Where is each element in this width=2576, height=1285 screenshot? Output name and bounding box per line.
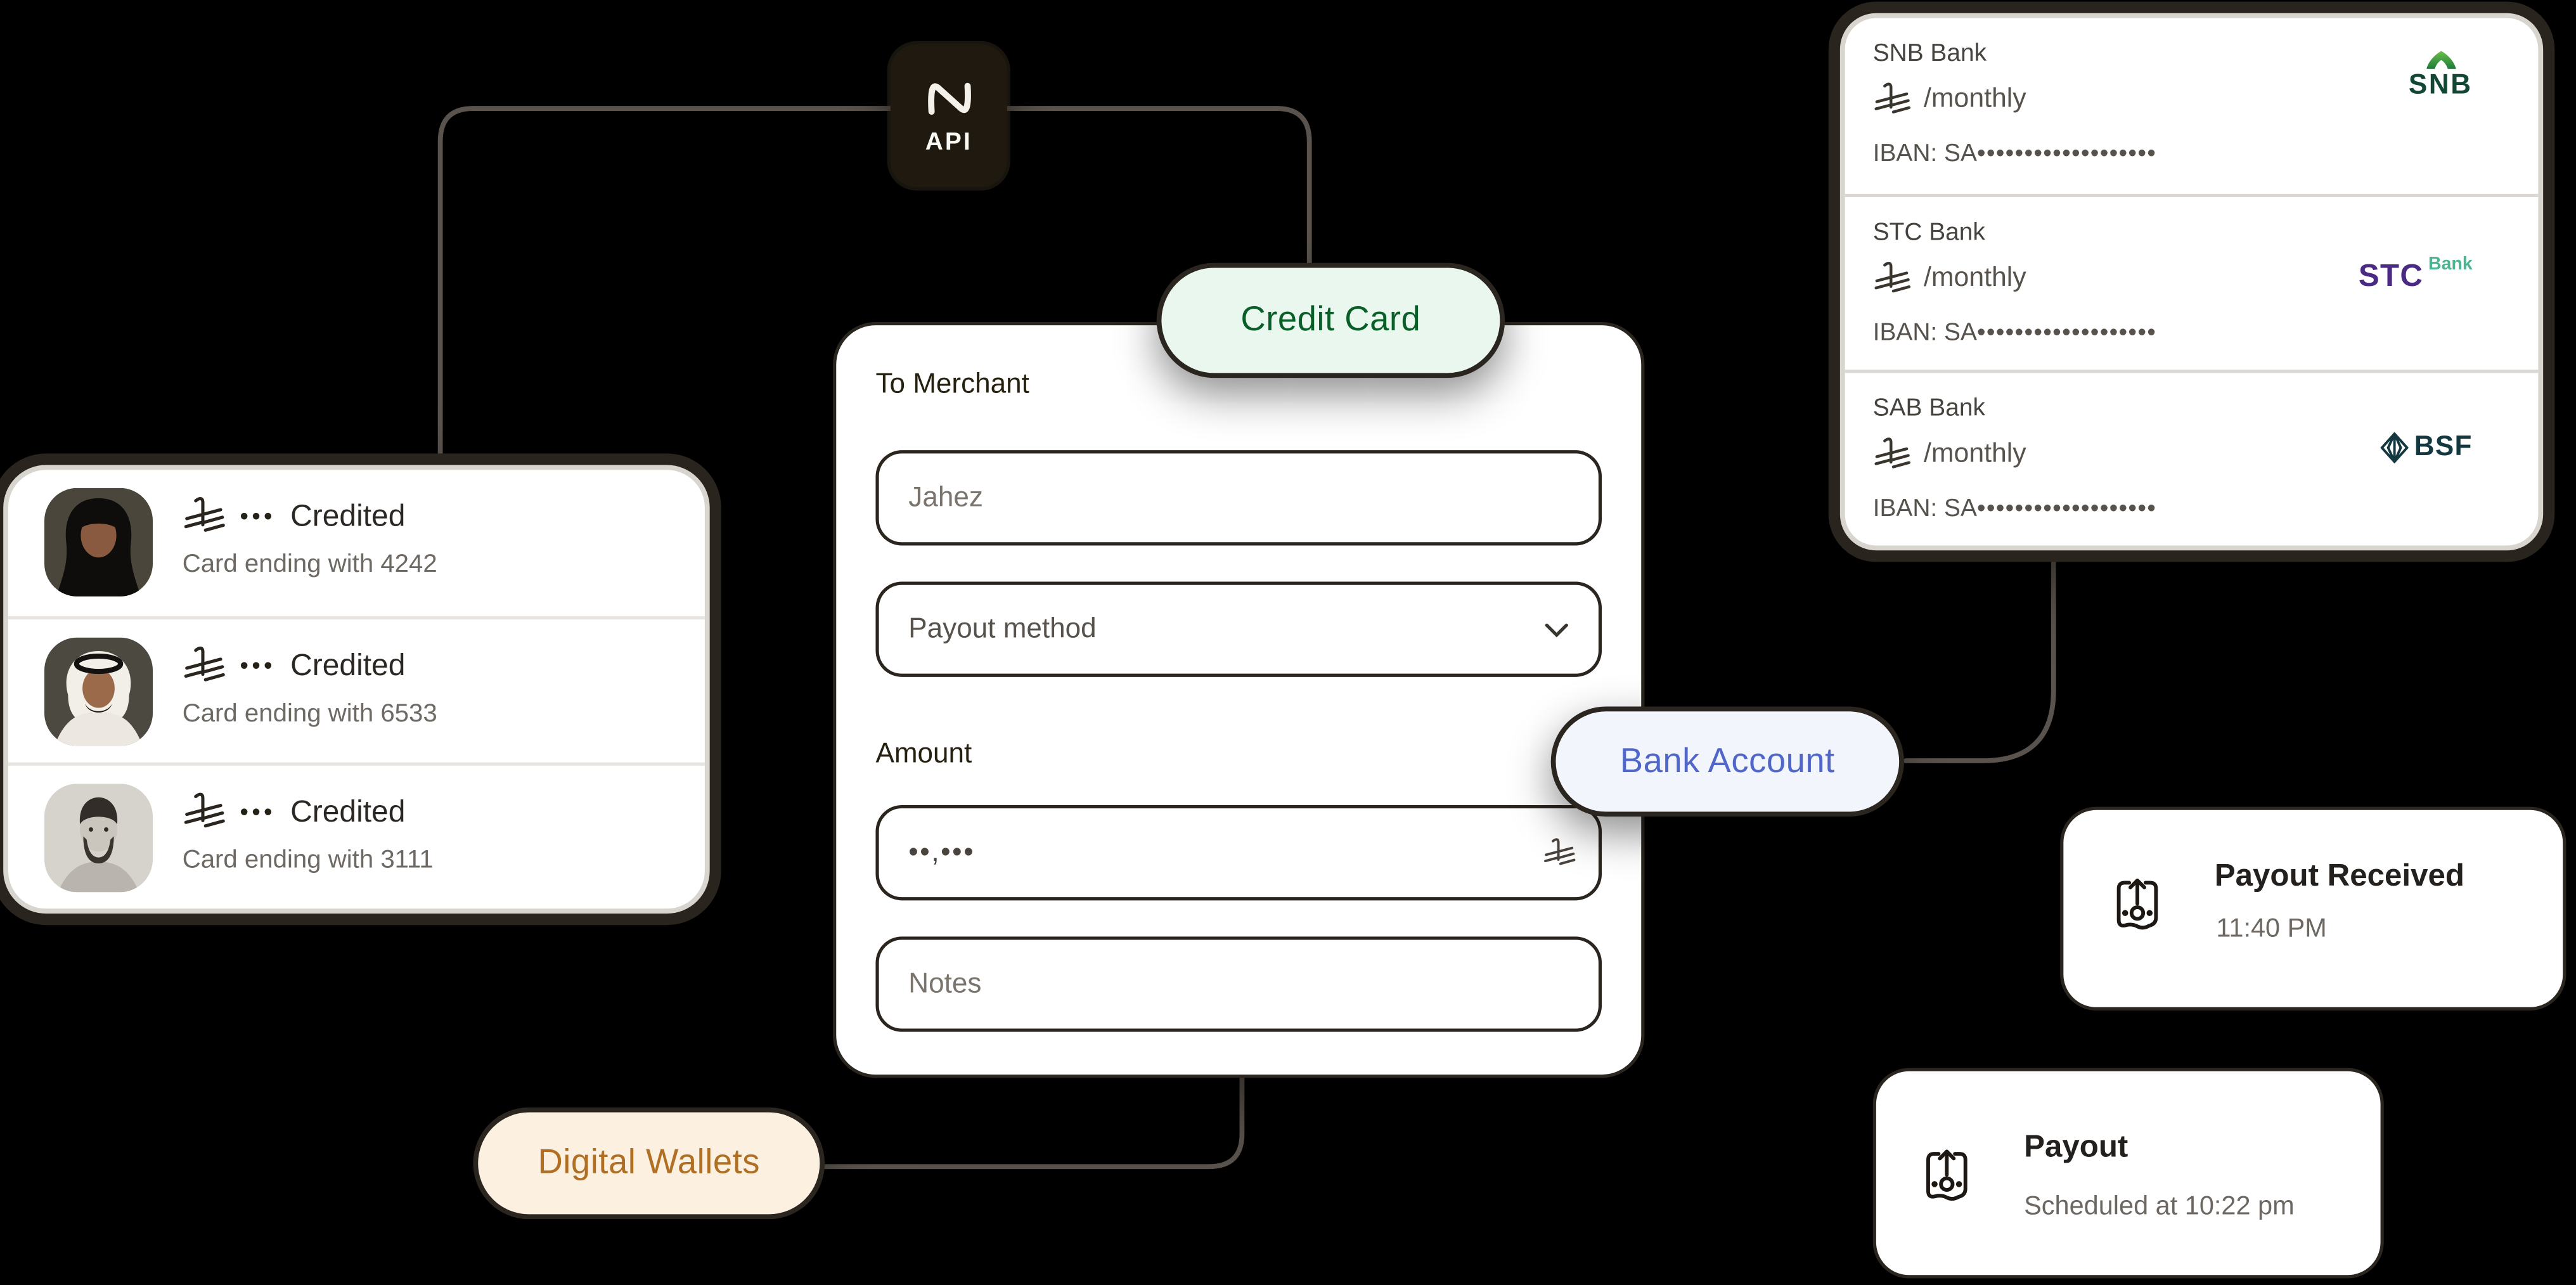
avatar-man-ghutra (44, 637, 153, 746)
snb-bank-logo: SNB (2409, 51, 2473, 101)
masked-dots: ••• (240, 797, 276, 826)
bank-account-pill-label: Bank Account (1620, 742, 1835, 780)
avatar-man-sketch (44, 784, 153, 893)
bsf-logo-text: BSF (2414, 430, 2473, 462)
bsf-diamond-icon (2380, 431, 2408, 463)
saudi-riyal-currency-icon (183, 494, 225, 537)
payout-schedule-time: Scheduled at 10:22 pm (2024, 1192, 2295, 1221)
digital-wallets-pill-label: Digital Wallets (538, 1143, 761, 1182)
payout-send-icon (1919, 1140, 1974, 1210)
to-merchant-form-card: To Merchant Payout method Amount (833, 322, 1645, 1078)
saudi-riyal-currency-icon (1873, 81, 1911, 119)
credit-card-pill: Credit Card (1156, 262, 1505, 378)
bank-name: SAB Bank (1872, 394, 1985, 423)
snb-logo-text: SNB (2408, 68, 2473, 101)
credited-row: ••• Credited Card ending with 3111 (8, 762, 705, 909)
masked-dots: ••• (240, 651, 276, 680)
credit-card-pill-label: Credit Card (1240, 300, 1421, 339)
payout-received-card: Payout Received 11:40 PM (2060, 806, 2566, 1011)
payout-send-icon (2109, 869, 2165, 938)
amount-input[interactable] (875, 805, 1602, 901)
saudi-riyal-currency-icon (183, 791, 225, 833)
credited-status-label: Credited (290, 647, 406, 682)
bank-frequency: /monthly (1924, 439, 2026, 468)
bank-row-sab: SAB Bank /monthly IBAN: SA••••••••••••••… (1845, 370, 2539, 545)
connector-banks-to-bank-account-pill (1903, 549, 2056, 763)
saudi-riyal-currency-icon (1873, 260, 1911, 298)
iban-mask: ••••••••••••••••••• (1976, 139, 2157, 168)
saudi-riyal-currency-icon (183, 644, 225, 687)
iban-label: IBAN: SA (1872, 139, 1977, 168)
snb-flame-icon (2425, 51, 2456, 69)
connector-form-to-digital-wallets-pill (819, 1073, 1245, 1170)
connector-api-to-credit-card-pill (1004, 106, 1312, 272)
card-ending-label: Card ending with 3111 (182, 846, 434, 874)
card-ending-label: Card ending with 4242 (182, 550, 437, 579)
bank-frequency: /monthly (1924, 262, 2026, 293)
moyasar-logo-icon (921, 75, 977, 120)
api-node: API (890, 44, 1007, 188)
bank-name: SNB Bank (1872, 39, 1987, 68)
payout-received-time: 11:40 PM (2216, 915, 2327, 943)
bank-account-pill: Bank Account (1550, 706, 1904, 817)
bank-name: STC Bank (1872, 218, 1985, 247)
payout-received-title: Payout Received (2214, 859, 2464, 894)
chevron-down-icon (1544, 622, 1569, 637)
credited-row: ••• Credited Card ending with 4242 (8, 470, 705, 616)
bank-row-snb: SNB Bank /monthly IBAN: SA••••••••••••••… (1845, 18, 2539, 194)
iban-mask: ••••••••••••••••••• (1976, 318, 2157, 347)
avatar-woman-hijab (44, 488, 153, 597)
credited-status-label: Credited (290, 793, 406, 829)
stc-logo-bank-text: Bank (2428, 254, 2473, 274)
credited-status-label: Credited (290, 498, 406, 533)
payout-method-select[interactable]: Payout method (875, 581, 1602, 677)
bank-row-stc: STC Bank /monthly IBAN: SA••••••••••••••… (1845, 193, 2539, 370)
notes-input[interactable] (875, 936, 1602, 1032)
bank-frequency: /monthly (1924, 84, 2026, 113)
digital-wallets-pill: Digital Wallets (473, 1107, 825, 1220)
payout-scheduled-card: Payout Scheduled at 10:22 pm (1872, 1068, 2384, 1279)
iban-mask: ••••••••••••••••••• (1976, 494, 2157, 523)
card-ending-label: Card ending with 6533 (182, 700, 437, 728)
amount-label: Amount (875, 737, 972, 769)
to-merchant-label: To Merchant (875, 368, 1029, 399)
payout-method-placeholder: Payout method (908, 612, 1097, 645)
credited-row: ••• Credited Card ending with 6533 (8, 616, 705, 763)
stc-logo-text: STC (2358, 259, 2424, 294)
masked-dots: ••• (240, 501, 276, 530)
bank-accounts-card: SNB Bank /monthly IBAN: SA••••••••••••••… (1839, 13, 2544, 551)
iban-label: IBAN: SA (1872, 318, 1977, 347)
credited-transactions-card: ••• Credited Card ending with 4242 (3, 465, 710, 914)
api-node-label: API (925, 128, 972, 157)
merchant-input[interactable] (875, 450, 1602, 546)
payout-title: Payout (2024, 1130, 2128, 1165)
connector-api-to-credited-card (437, 106, 893, 469)
bsf-bank-logo: BSF (2380, 430, 2472, 463)
saudi-riyal-currency-icon (1873, 436, 1911, 474)
iban-label: IBAN: SA (1872, 494, 1977, 523)
stc-bank-logo: STC Bank (2358, 255, 2473, 296)
